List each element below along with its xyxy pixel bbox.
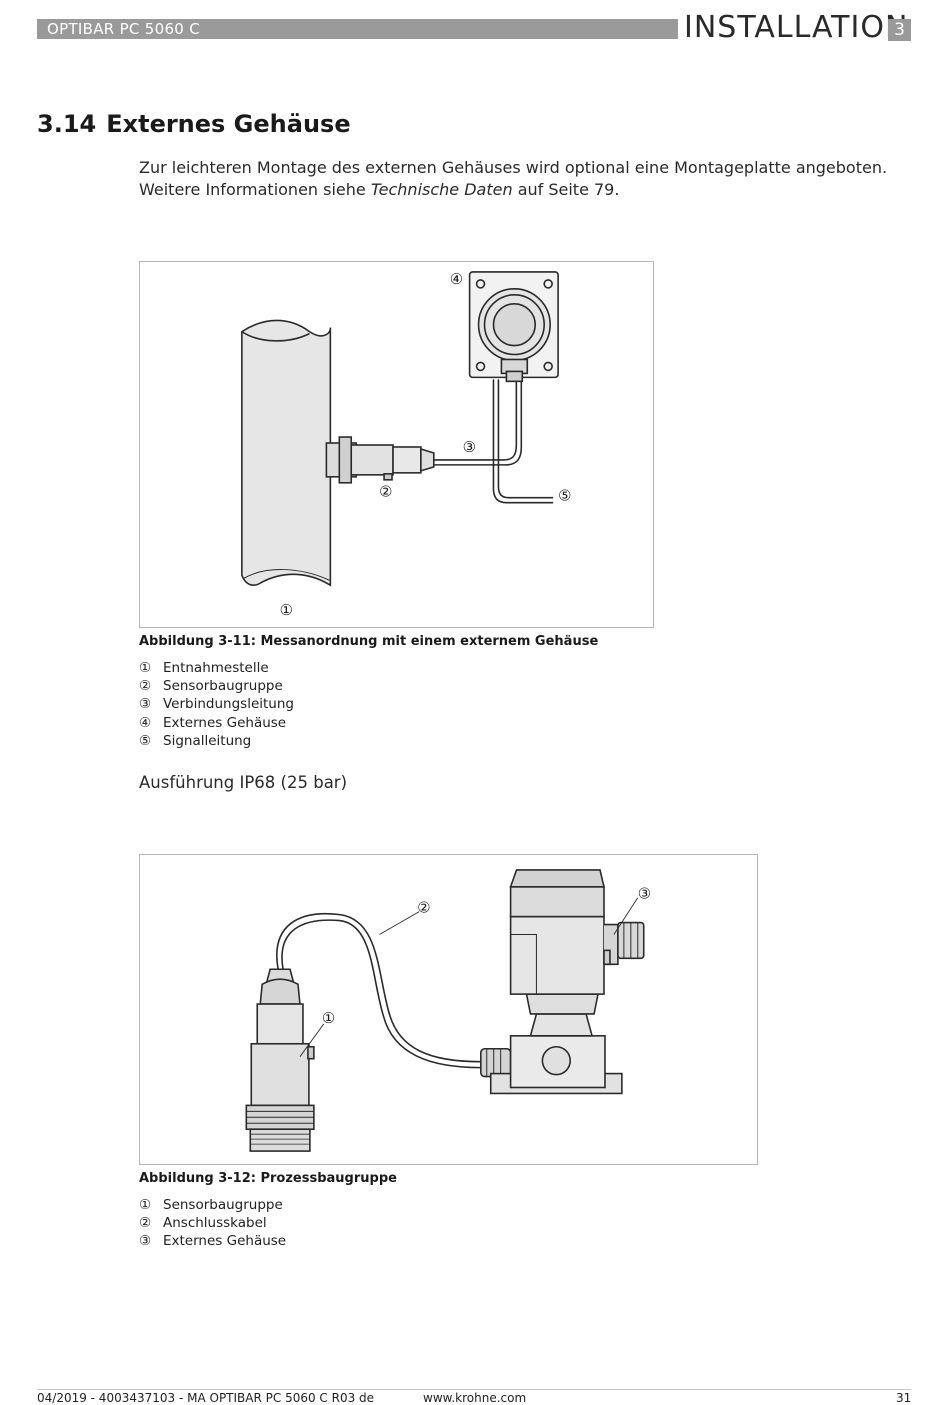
technische-daten-link[interactable]: Technische Daten (370, 180, 513, 199)
legend-label: Anschlusskabel (163, 1215, 267, 1232)
ip68-subheading: Ausführung IP68 (25 bar) (139, 773, 348, 792)
header-bar (37, 19, 678, 39)
legend-mark: ① (139, 660, 152, 676)
legend-item: ③ Verbindungsleitung (139, 695, 294, 713)
legend-mark: ① (139, 1197, 152, 1213)
figure-2-callouts: ① ② ③ (322, 885, 651, 1027)
figure-2-legend: ① Sensorbaugruppe ② Anschlusskabel ③ Extern… (139, 1196, 286, 1251)
section-number: 3.14 (37, 110, 97, 138)
footer-website-link[interactable]: www.krohne.com (423, 1391, 527, 1405)
legend-label: Sensorbaugruppe (163, 1197, 283, 1213)
figure-1-callout-1: ① (280, 601, 293, 619)
figure-1-callout-4: ④ (450, 270, 463, 288)
figure-1-drawing: ① ② ③ ④ ⑤ (241, 270, 572, 619)
header-section-number: 3 (888, 19, 911, 41)
footer-page-number: 31 (896, 1391, 912, 1405)
header-product-name: OPTIBAR PC 5060 C (47, 20, 200, 38)
figure-2-callout-3: ③ (638, 885, 651, 903)
legend-mark: ④ (139, 714, 152, 731)
figure-2-callout-1: ① (322, 1009, 335, 1027)
figure-2-drawing: ① ② ③ (245, 869, 651, 1152)
figure-2-callout-2: ② (417, 899, 430, 917)
figure-1-caption: Abbildung 3-11: Messanordnung mit einem … (139, 634, 599, 649)
legend-mark: ② (139, 1215, 152, 1232)
footer-document-id: 04/2019 - 4003437103 - MA OPTIBAR PC 506… (37, 1391, 375, 1405)
legend-item: ② Anschlusskabel (139, 1214, 286, 1232)
legend-item: ② Sensorbaugruppe (139, 677, 294, 695)
legend-label: Entnahmestelle (163, 660, 269, 676)
legend-label: Externes Gehäuse (163, 714, 287, 731)
legend-mark: ⑤ (139, 732, 152, 749)
intro-line-2: Weitere Informationen siehe Technische D… (139, 179, 919, 201)
figure-1-callout-3: ③ (463, 438, 476, 456)
legend-mark: ③ (139, 1233, 152, 1250)
intro-paragraph: Zur leichteren Montage des externen Gehä… (139, 157, 919, 201)
legend-item: ① Sensorbaugruppe (139, 1196, 286, 1214)
legend-label: Externes Gehäuse (163, 1233, 287, 1250)
legend-item: ⑤ Signalleitung (139, 732, 294, 750)
figure-1-legend: ① Entnahmestelle ② Sensorbaugruppe ③ Verbin… (139, 659, 294, 750)
intro-line-2-suffix: auf Seite 79. (517, 180, 620, 199)
figure-1-callout-5: ⑤ (558, 487, 571, 505)
header-section-title: INSTALLATION (684, 10, 909, 45)
legend-mark: ② (139, 678, 152, 695)
figure-2-caption: Abbildung 3-12: Prozessbaugruppe (139, 1171, 397, 1186)
legend-label: Signalleitung (163, 732, 252, 749)
legend-label: Verbindungsleitung (163, 696, 294, 713)
legend-label: Sensorbaugruppe (163, 678, 283, 695)
intro-line-2-prefix: Weitere Informationen siehe (139, 180, 366, 199)
section-title: 3.14 Externes Gehäuse (37, 108, 351, 140)
intro-line-1: Zur leichteren Montage des externen Gehä… (139, 158, 888, 177)
figure-1-callout-2: ② (379, 483, 392, 501)
legend-item: ① Entnahmestelle (139, 659, 294, 677)
figure-2-process-assembly: ① ② ③ (139, 854, 758, 1165)
legend-mark: ③ (139, 696, 152, 713)
section-title-text: Externes Gehäuse (106, 110, 351, 138)
legend-item: ③ Externes Gehäuse (139, 1232, 286, 1250)
legend-item: ④ Externes Gehäuse (139, 714, 294, 732)
figure-1-measurement-arrangement: ① ② ③ ④ ⑤ (139, 261, 654, 628)
figure-1-callouts: ① ② ③ ④ ⑤ (280, 270, 572, 619)
footer-divider (37, 1389, 911, 1390)
